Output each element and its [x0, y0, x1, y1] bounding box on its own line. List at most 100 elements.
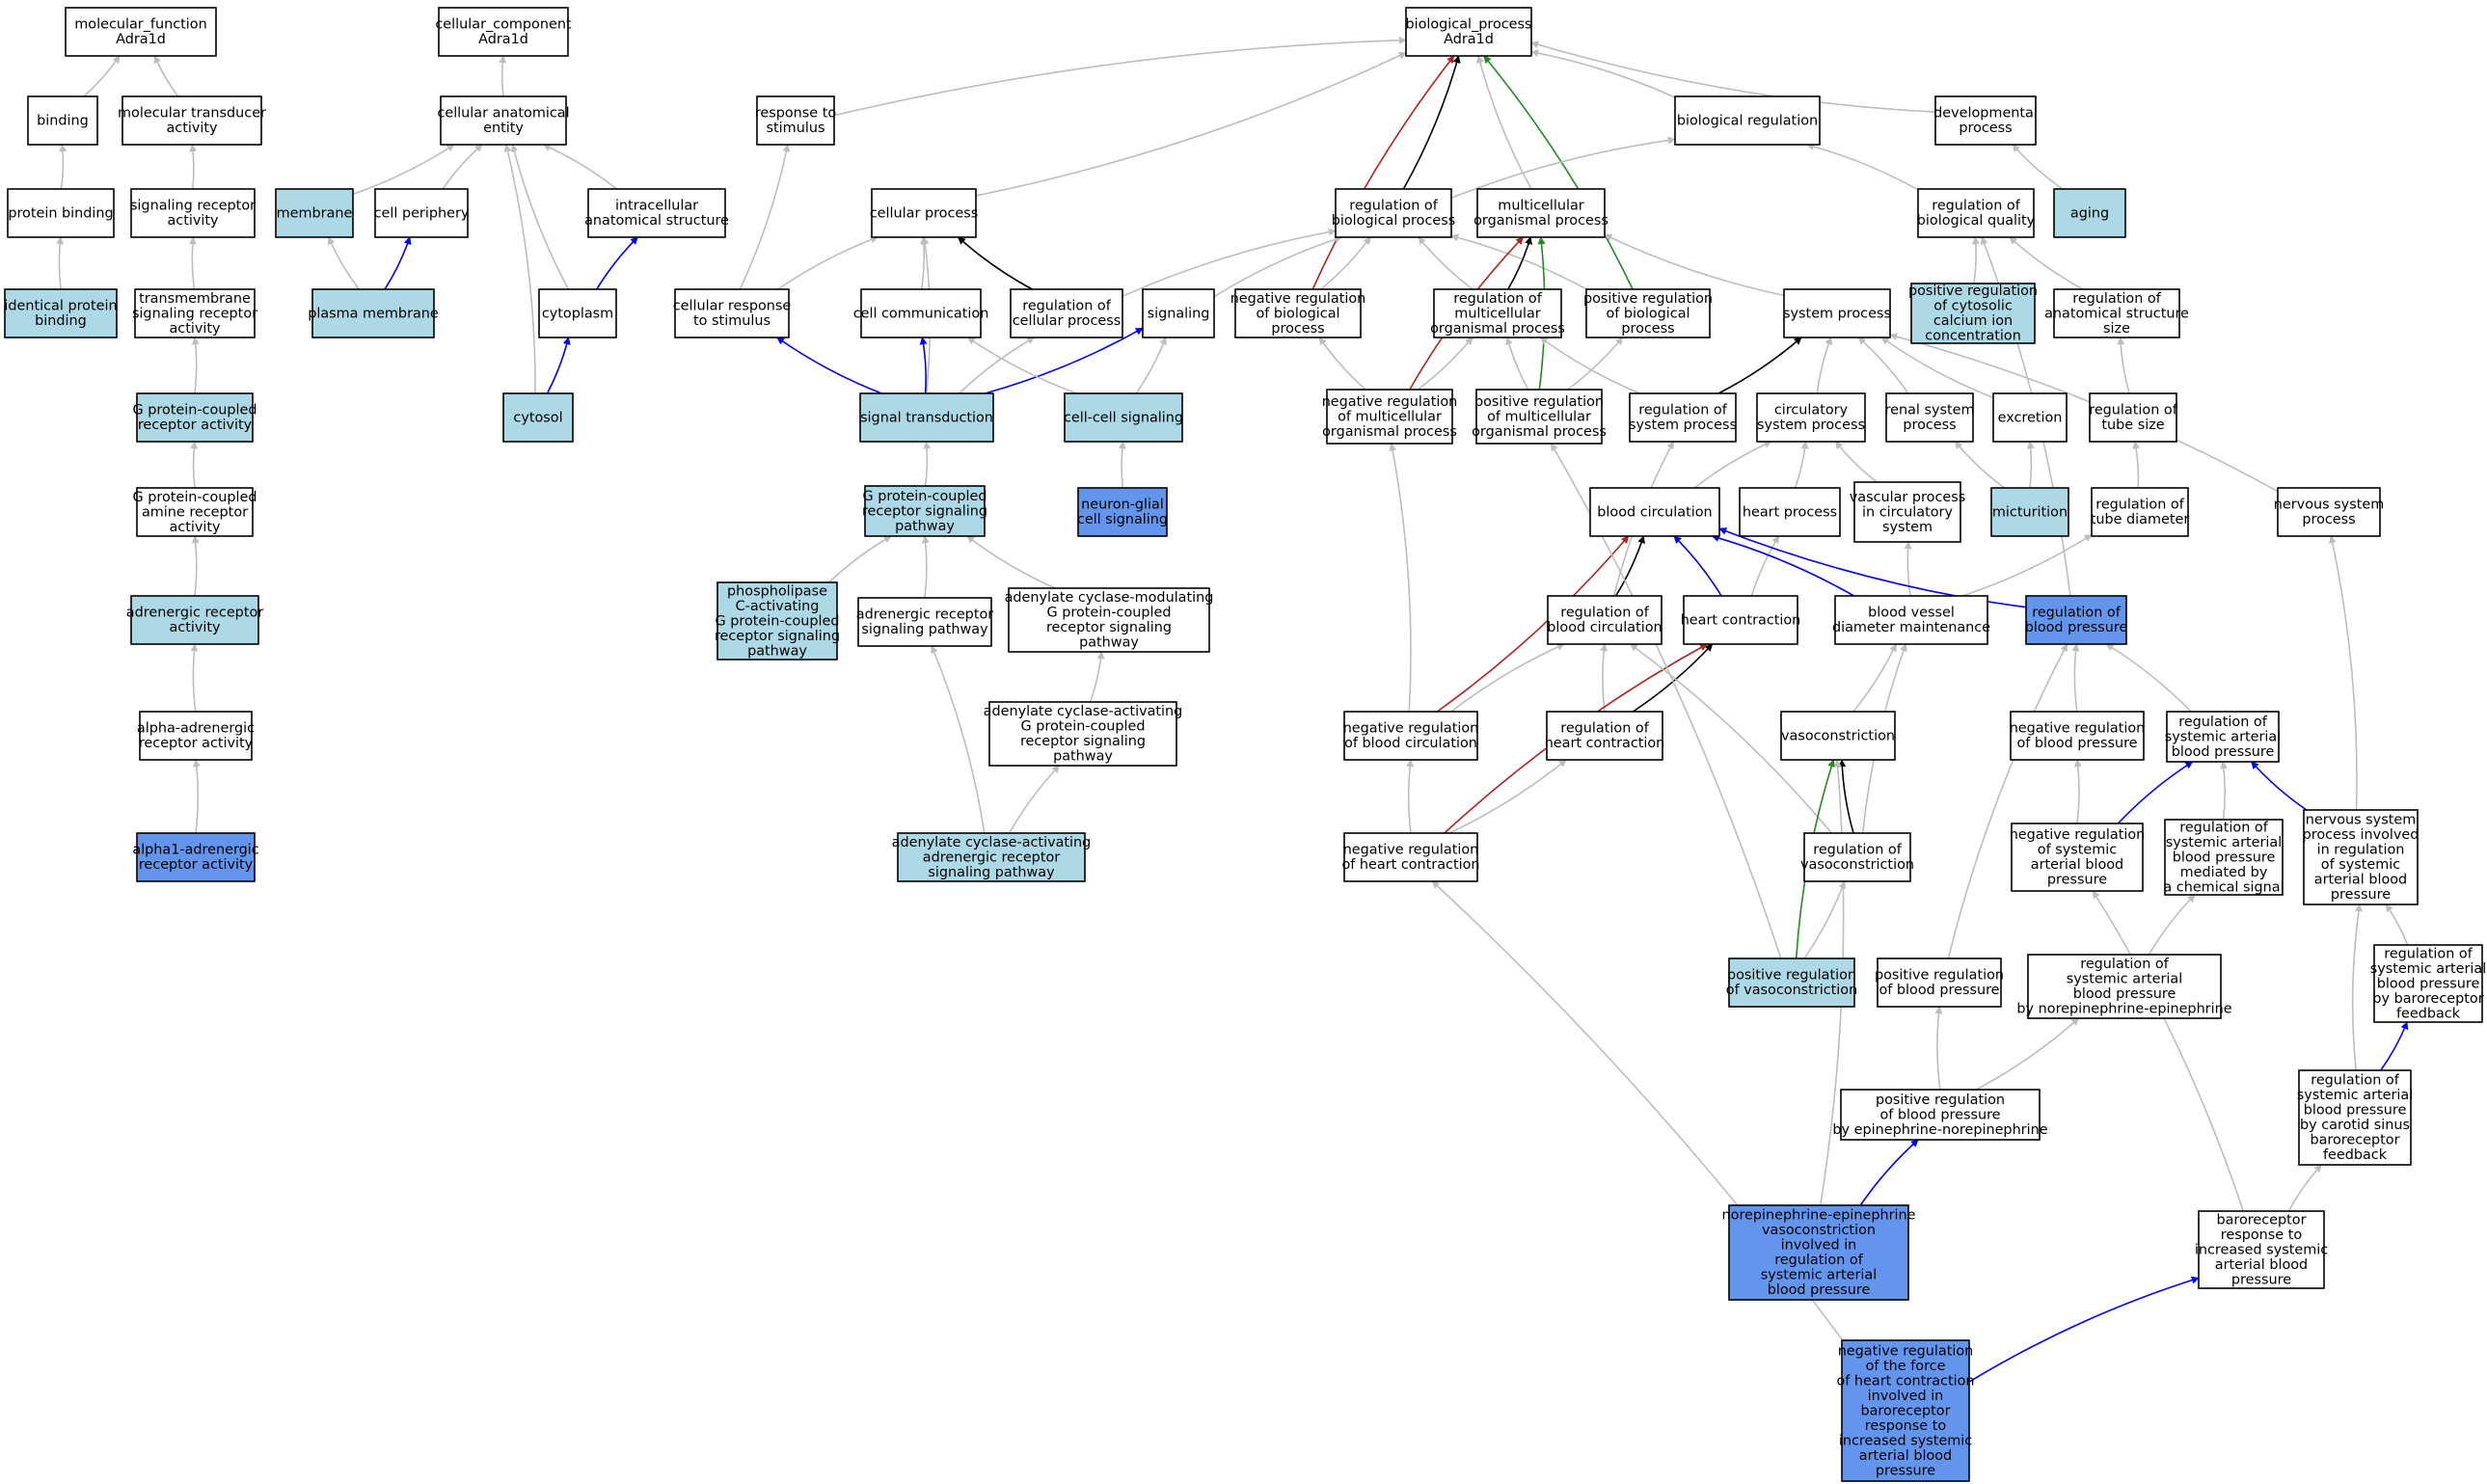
- node-excretion[interactable]: excretion: [1992, 392, 2068, 443]
- node-bio_regulation[interactable]: biological regulation: [1674, 95, 1821, 146]
- node-box: [587, 188, 726, 238]
- node-label-line: molecular transducer: [118, 106, 266, 121]
- node-signaling[interactable]: signaling: [1142, 288, 1215, 338]
- node-label-line: systemic arterial: [2165, 729, 2281, 744]
- node-box: [2089, 392, 2177, 443]
- node-box: [988, 701, 1177, 767]
- node-cell_communication[interactable]: cell communication: [853, 288, 989, 338]
- edge-vascular_process-to-circulatory_system_process: [1834, 441, 1878, 483]
- node-vasoconstriction[interactable]: vasoconstriction: [1780, 711, 1896, 761]
- node-cell_cell_signaling[interactable]: cell-cell signaling: [1064, 392, 1183, 443]
- node-cellular_process[interactable]: cellular process: [870, 188, 979, 238]
- node-protein_binding[interactable]: protein binding: [7, 188, 115, 238]
- node-cytoplasm[interactable]: cytoplasm: [538, 288, 617, 338]
- node-signal_transduction[interactable]: signal transduction: [859, 392, 994, 443]
- node-heart_contraction[interactable]: heart contraction: [1681, 595, 1801, 645]
- node-micturition[interactable]: micturition: [1990, 487, 2069, 537]
- node-label-line: cellular anatomical: [437, 106, 569, 121]
- node-plasma_membrane[interactable]: plasma membrane: [308, 288, 439, 338]
- node-label-line: neuron-glial: [1081, 498, 1164, 513]
- node-binding[interactable]: binding: [27, 95, 98, 146]
- node-cell_periphery[interactable]: cell periphery: [374, 188, 470, 238]
- edge-cytosol-to-cell_anat_entity: [503, 144, 536, 394]
- node-label-line: activity: [166, 121, 218, 136]
- node-system_process[interactable]: system process: [1783, 288, 1891, 338]
- node-label-line: increased systemic: [1839, 1433, 1972, 1448]
- node-heart_process[interactable]: heart process: [1739, 487, 1841, 537]
- node-label-line: pathway: [1053, 749, 1113, 765]
- node-norepi_vasoconstriction[interactable]: norepinephrine-epinephrinevasoconstricti…: [1722, 1204, 1916, 1301]
- node-label-line: of blood pressure: [1879, 983, 1999, 998]
- node-aging[interactable]: aging: [2053, 188, 2126, 238]
- node-label-line: adrenergic receptor: [126, 606, 263, 621]
- node-box: [2091, 487, 2189, 537]
- node-label-line: system process: [1757, 418, 1865, 433]
- node-membrane[interactable]: membrane: [275, 188, 354, 238]
- node-blood_circulation[interactable]: blood circulation: [1589, 487, 1720, 537]
- node-cytosol[interactable]: cytosol: [502, 392, 574, 443]
